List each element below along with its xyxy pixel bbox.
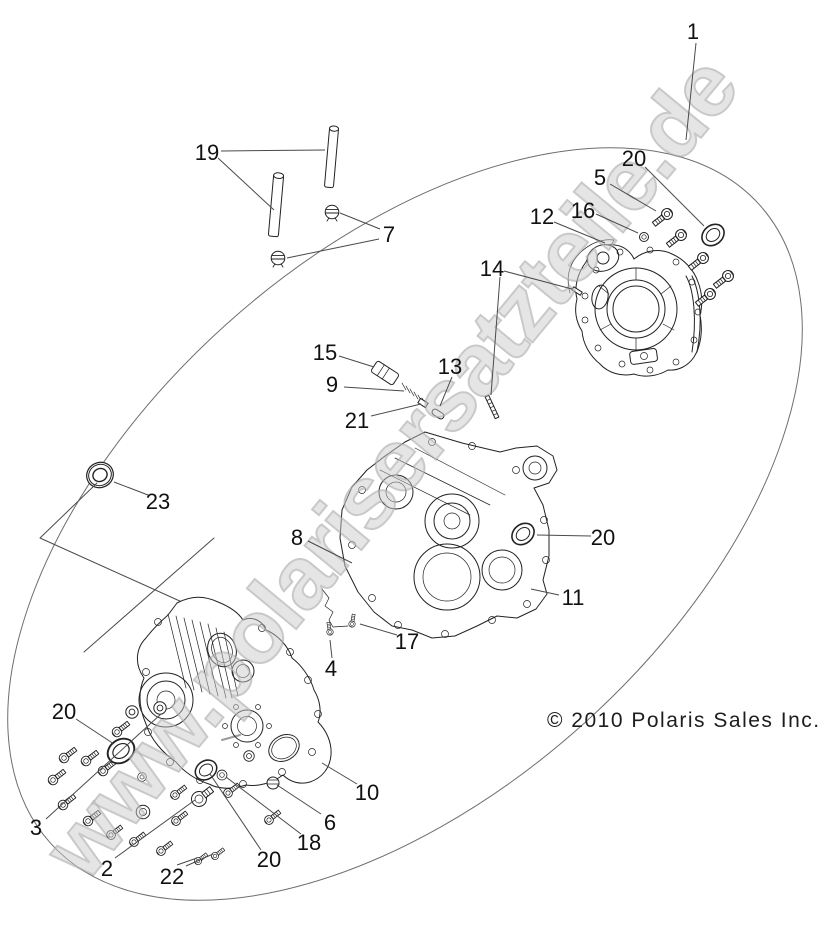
flange-nut bbox=[324, 204, 340, 222]
rear-cover bbox=[567, 239, 703, 377]
leader-line-14 bbox=[503, 270, 573, 290]
callout-label-7: 7 bbox=[383, 222, 395, 247]
drain-plug bbox=[191, 786, 215, 807]
dowel-pin bbox=[267, 172, 285, 238]
callout-label-22: 22 bbox=[160, 864, 184, 889]
leader-line-20 bbox=[209, 773, 262, 851]
bolt-glyph bbox=[686, 249, 712, 274]
leader-line-5 bbox=[609, 183, 657, 212]
leader-line-20 bbox=[644, 166, 705, 227]
leader-line-13 bbox=[439, 376, 453, 407]
leader-line-7 bbox=[339, 212, 381, 230]
callout-label-13: 13 bbox=[438, 354, 462, 379]
leader-line-4 bbox=[329, 639, 333, 659]
callout-label-23: 23 bbox=[146, 489, 170, 514]
stud bbox=[484, 394, 500, 420]
callout-label-20: 20 bbox=[52, 699, 76, 724]
callout-label-14: 14 bbox=[480, 256, 504, 281]
callout-label-4: 4 bbox=[325, 656, 337, 681]
callout-label-1: 1 bbox=[687, 19, 699, 44]
gearcase-cover bbox=[137, 596, 332, 789]
callout-label-15: 15 bbox=[313, 340, 337, 365]
callout-label-20: 20 bbox=[622, 146, 646, 171]
leader-line-2 bbox=[114, 799, 196, 859]
leader-line-19 bbox=[220, 149, 326, 152]
stud bbox=[571, 286, 583, 296]
seal-ring bbox=[86, 461, 114, 489]
fitting bbox=[371, 360, 399, 386]
install-lines bbox=[39, 482, 215, 653]
fastener-field bbox=[45, 701, 283, 867]
assembly-boundary-ellipse bbox=[7, 147, 803, 901]
spacer-bushing bbox=[639, 232, 649, 242]
callout-label-6: 6 bbox=[324, 810, 336, 835]
leader-line-6 bbox=[276, 784, 322, 815]
detent-plunger bbox=[417, 397, 429, 409]
ground-wire-bracket bbox=[321, 588, 358, 637]
leader-line-18 bbox=[225, 776, 302, 835]
callout-label-11: 11 bbox=[562, 585, 585, 610]
main-crankcase bbox=[339, 431, 558, 639]
detent-pin bbox=[431, 408, 445, 420]
leader-line-17 bbox=[359, 623, 398, 636]
leader-line-23 bbox=[113, 481, 149, 496]
callout-label-19: 19 bbox=[195, 140, 219, 165]
leader-line-20 bbox=[536, 534, 592, 537]
callout-label-12: 12 bbox=[530, 204, 554, 229]
callout-label-16: 16 bbox=[571, 198, 595, 223]
dowel-pin bbox=[324, 125, 340, 189]
leader-line-16 bbox=[595, 213, 639, 234]
callout-label-20: 20 bbox=[257, 847, 281, 872]
leader-line-1 bbox=[685, 42, 697, 141]
callout-label-18: 18 bbox=[297, 830, 321, 855]
leader-line-10 bbox=[321, 762, 358, 785]
callout-label-2: 2 bbox=[101, 856, 113, 881]
leader-line-21 bbox=[370, 403, 422, 417]
bolt-glyph bbox=[664, 226, 690, 251]
leader-line-12 bbox=[553, 221, 606, 244]
leader-line-15 bbox=[338, 355, 375, 368]
leader-line-3 bbox=[45, 713, 162, 820]
callout-label-17: 17 bbox=[395, 629, 419, 654]
leader-line-14 bbox=[490, 276, 501, 396]
callout-label-9: 9 bbox=[326, 372, 338, 397]
callout-label-10: 10 bbox=[355, 780, 379, 805]
leader-line-11 bbox=[530, 588, 560, 596]
leader-line-7 bbox=[286, 238, 380, 259]
leader-line-22 bbox=[176, 857, 198, 866]
callout-label-3: 3 bbox=[30, 815, 42, 840]
callout-label-8: 8 bbox=[291, 525, 303, 550]
parts-artwork bbox=[39, 125, 737, 867]
copyright-text: © 2010 Polaris Sales Inc. bbox=[547, 709, 821, 732]
bolt-glyph bbox=[711, 267, 737, 292]
leader-line-9 bbox=[343, 386, 405, 392]
callout-label-21: 21 bbox=[345, 408, 369, 433]
leader-line-8 bbox=[307, 540, 353, 564]
leader-line-19 bbox=[217, 157, 275, 211]
callout-label-20: 20 bbox=[591, 525, 615, 550]
flange-nut bbox=[270, 250, 286, 268]
leader-line-22 bbox=[185, 853, 214, 867]
callout-label-5: 5 bbox=[594, 165, 606, 190]
leader-line-20 bbox=[75, 718, 115, 745]
plug bbox=[135, 804, 151, 820]
spring bbox=[401, 382, 427, 406]
plug bbox=[266, 776, 280, 790]
